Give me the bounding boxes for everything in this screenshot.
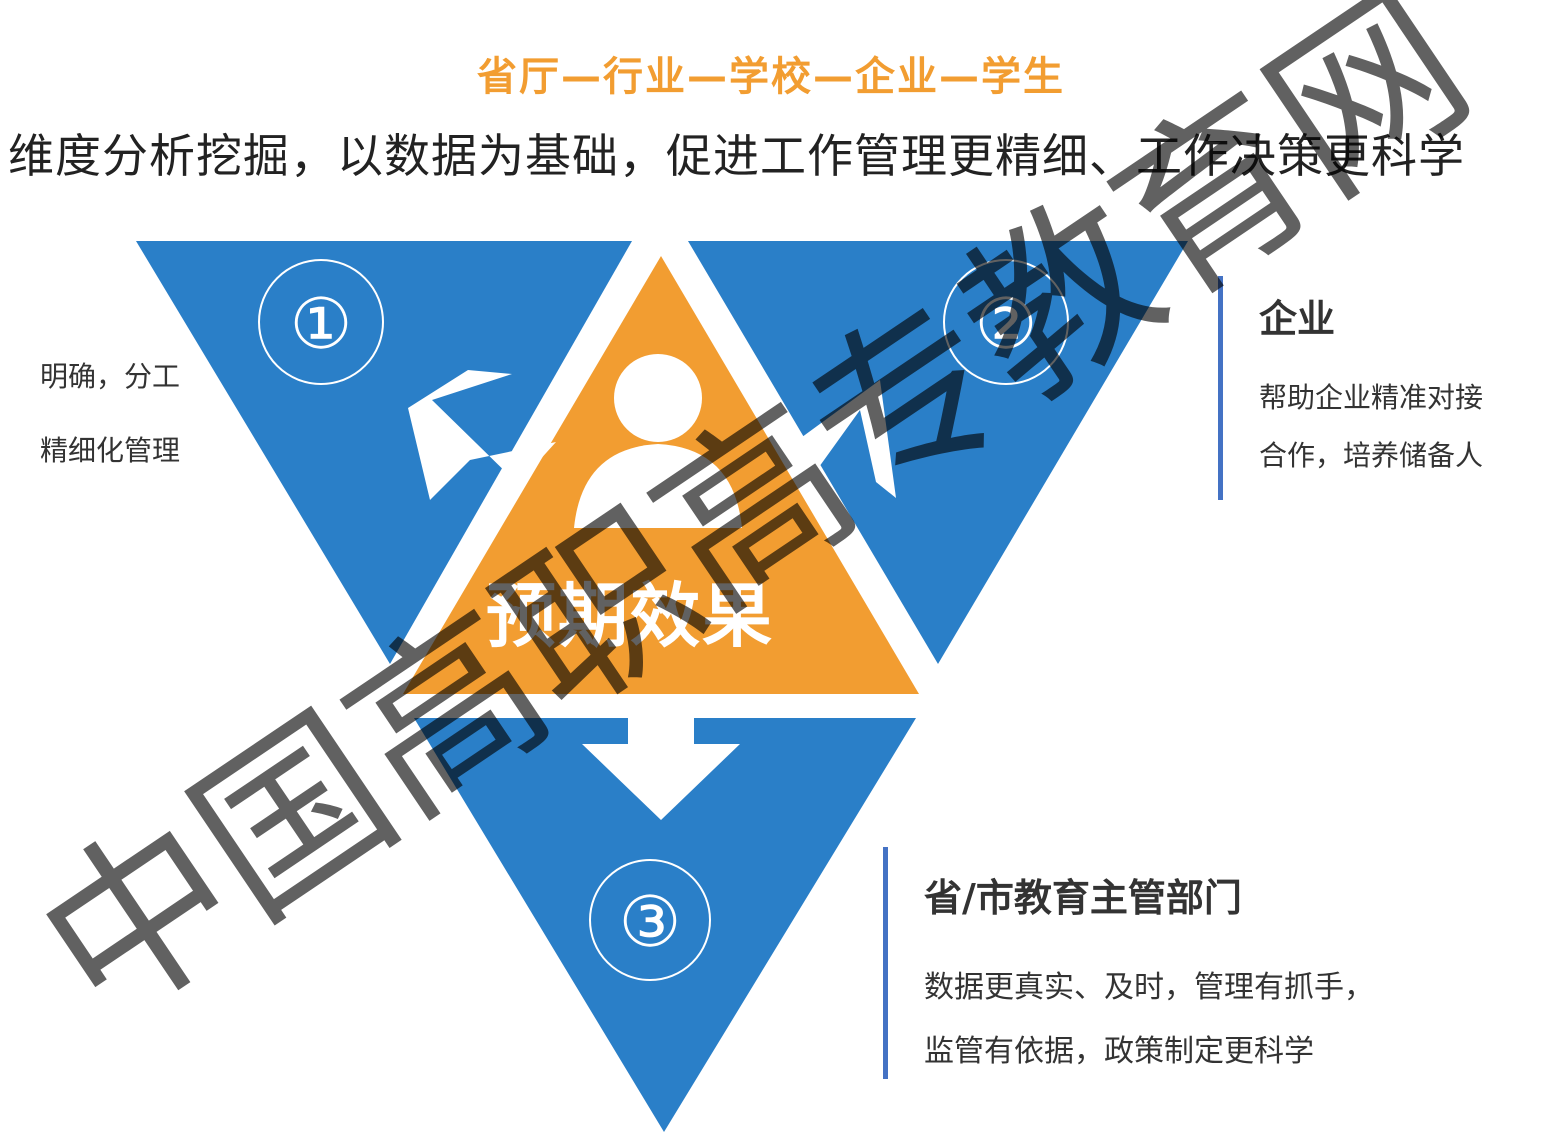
number-two-badge: ②	[943, 259, 1069, 385]
subtitle: 维度分析挖掘，以数据为基础，促进工作管理更精细、工作决策更科学	[8, 129, 1465, 183]
left-description: 明确，分工 精细化管理	[0, 355, 180, 503]
gov-description: 数据更真实、及时，管理有抓手， 监管有依据，政策制定更科学	[924, 956, 1374, 1084]
left-line-1: 明确，分工	[39, 360, 180, 393]
number-two: ②	[975, 283, 1038, 365]
gov-line-2: 监管有依据，政策制定更科学	[924, 1034, 1314, 1069]
enterprise-title: 企业	[1259, 297, 1336, 341]
arrow-upper-right-icon	[798, 380, 896, 498]
number-three: ③	[619, 881, 682, 963]
center-label: 预期效果	[486, 575, 774, 657]
triangle-three	[414, 718, 916, 1132]
enterprise-panel: 企业 帮助企业精准对接 合作，培养储备人	[1218, 276, 1542, 500]
enterprise-description: 帮助企业精准对接 合作，培养储备人	[1259, 369, 1542, 485]
arrow-down-icon	[582, 694, 740, 820]
arrow-upper-left-icon	[408, 370, 556, 500]
gov-line-1: 数据更真实、及时，管理有抓手，	[924, 970, 1374, 1005]
gov-panel: 省/市教育主管部门 数据更真实、及时，管理有抓手， 监管有依据，政策制定更科学	[883, 847, 1374, 1079]
chain-title: 省厅—行业—学校—企业—学生	[477, 54, 1065, 100]
number-one: ①	[290, 283, 353, 365]
person-icon	[574, 354, 742, 528]
enterprise-line-2: 合作，培养储备人	[1259, 439, 1484, 472]
left-line-2: 精细化管理	[39, 434, 180, 467]
triangle-one	[136, 241, 632, 664]
number-one-badge: ①	[258, 259, 384, 385]
number-three-badge: ③	[589, 859, 711, 981]
enterprise-line-1: 帮助企业精准对接	[1259, 381, 1484, 414]
gov-title: 省/市教育主管部门	[924, 876, 1242, 920]
